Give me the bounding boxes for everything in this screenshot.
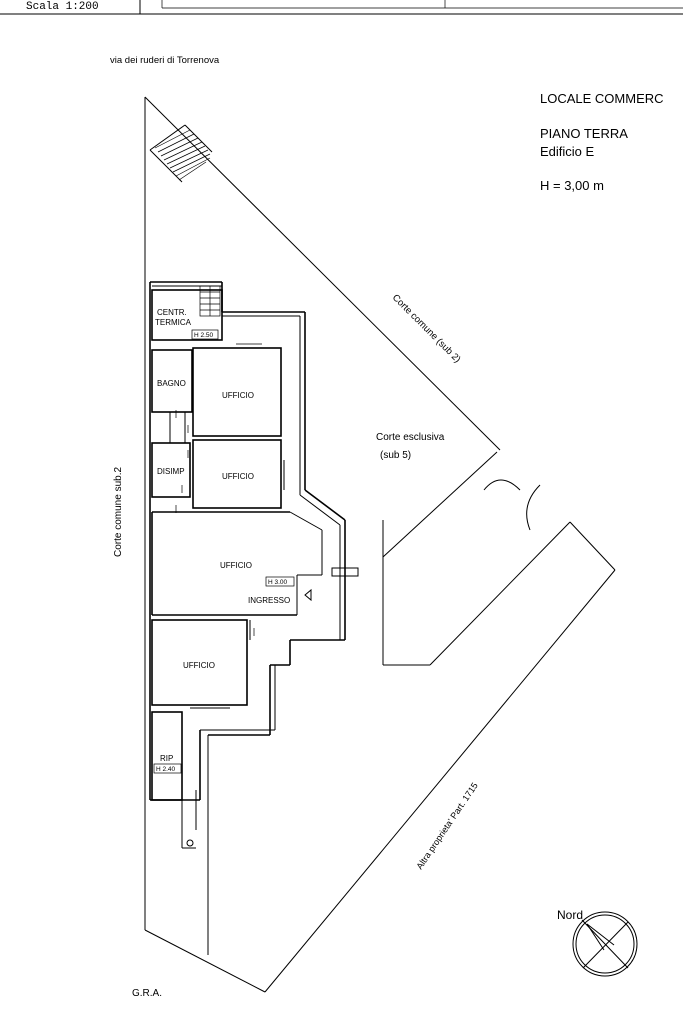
room-ufficio-1: UFFICIO (222, 391, 254, 400)
room-ingresso: INGRESSO (248, 596, 290, 605)
compass-label: Nord (557, 908, 583, 922)
room-labels: CENTR. TERMICA H 2.50 BAGNO UFFICIO DISI… (153, 308, 295, 774)
title-line-3: Edificio E (540, 144, 595, 159)
building (149, 281, 359, 849)
title-line-1: LOCALE COMMERC (540, 91, 664, 106)
title-line-4: H = 3,00 m (540, 178, 604, 193)
room-ufficio-4: UFFICIO (183, 661, 215, 670)
corte-esclusiva-line1: Corte esclusiva (376, 432, 445, 443)
header-strip: Scala 1:200 (0, 0, 683, 15)
room-centrale-line1: CENTR. (157, 308, 187, 317)
area-labels: Corte comune (sub 2) Corte esclusiva (su… (113, 292, 480, 999)
room-ufficio-2: UFFICIO (222, 472, 254, 481)
title-block: LOCALE COMMERC PIANO TERRA Edificio E H … (540, 91, 664, 193)
gate (483, 479, 541, 531)
staircase-top (149, 124, 213, 183)
scale-label: Scala 1:200 (26, 1, 99, 13)
room-disimp: DISIMP (157, 467, 185, 476)
room-rip-height: H 2.40 (156, 766, 176, 773)
room-rip: RIP (160, 754, 173, 763)
room-ufficio-3-height: H 3.00 (268, 579, 288, 586)
lot-outline (144, 96, 616, 993)
gra-label: G.R.A. (132, 988, 162, 999)
room-bagno: BAGNO (157, 379, 186, 388)
title-line-2: PIANO TERRA (540, 126, 628, 141)
corte-esclusiva-line2: (sub 5) (380, 450, 411, 461)
street-label: via dei ruderi di Torrenova (110, 55, 220, 66)
room-centrale-height: H 2.50 (194, 332, 214, 339)
corte-comune-diagonal: Corte comune (sub 2) (390, 292, 463, 365)
altra-proprieta: Altra proprieta' Part. 1715 (414, 781, 479, 871)
room-ufficio-3: UFFICIO (220, 561, 252, 570)
north-compass: Nord (557, 908, 638, 977)
corte-comune-vertical: Corte comune sub.2 (113, 467, 124, 557)
room-centrale-line2: TERMICA (155, 318, 192, 327)
